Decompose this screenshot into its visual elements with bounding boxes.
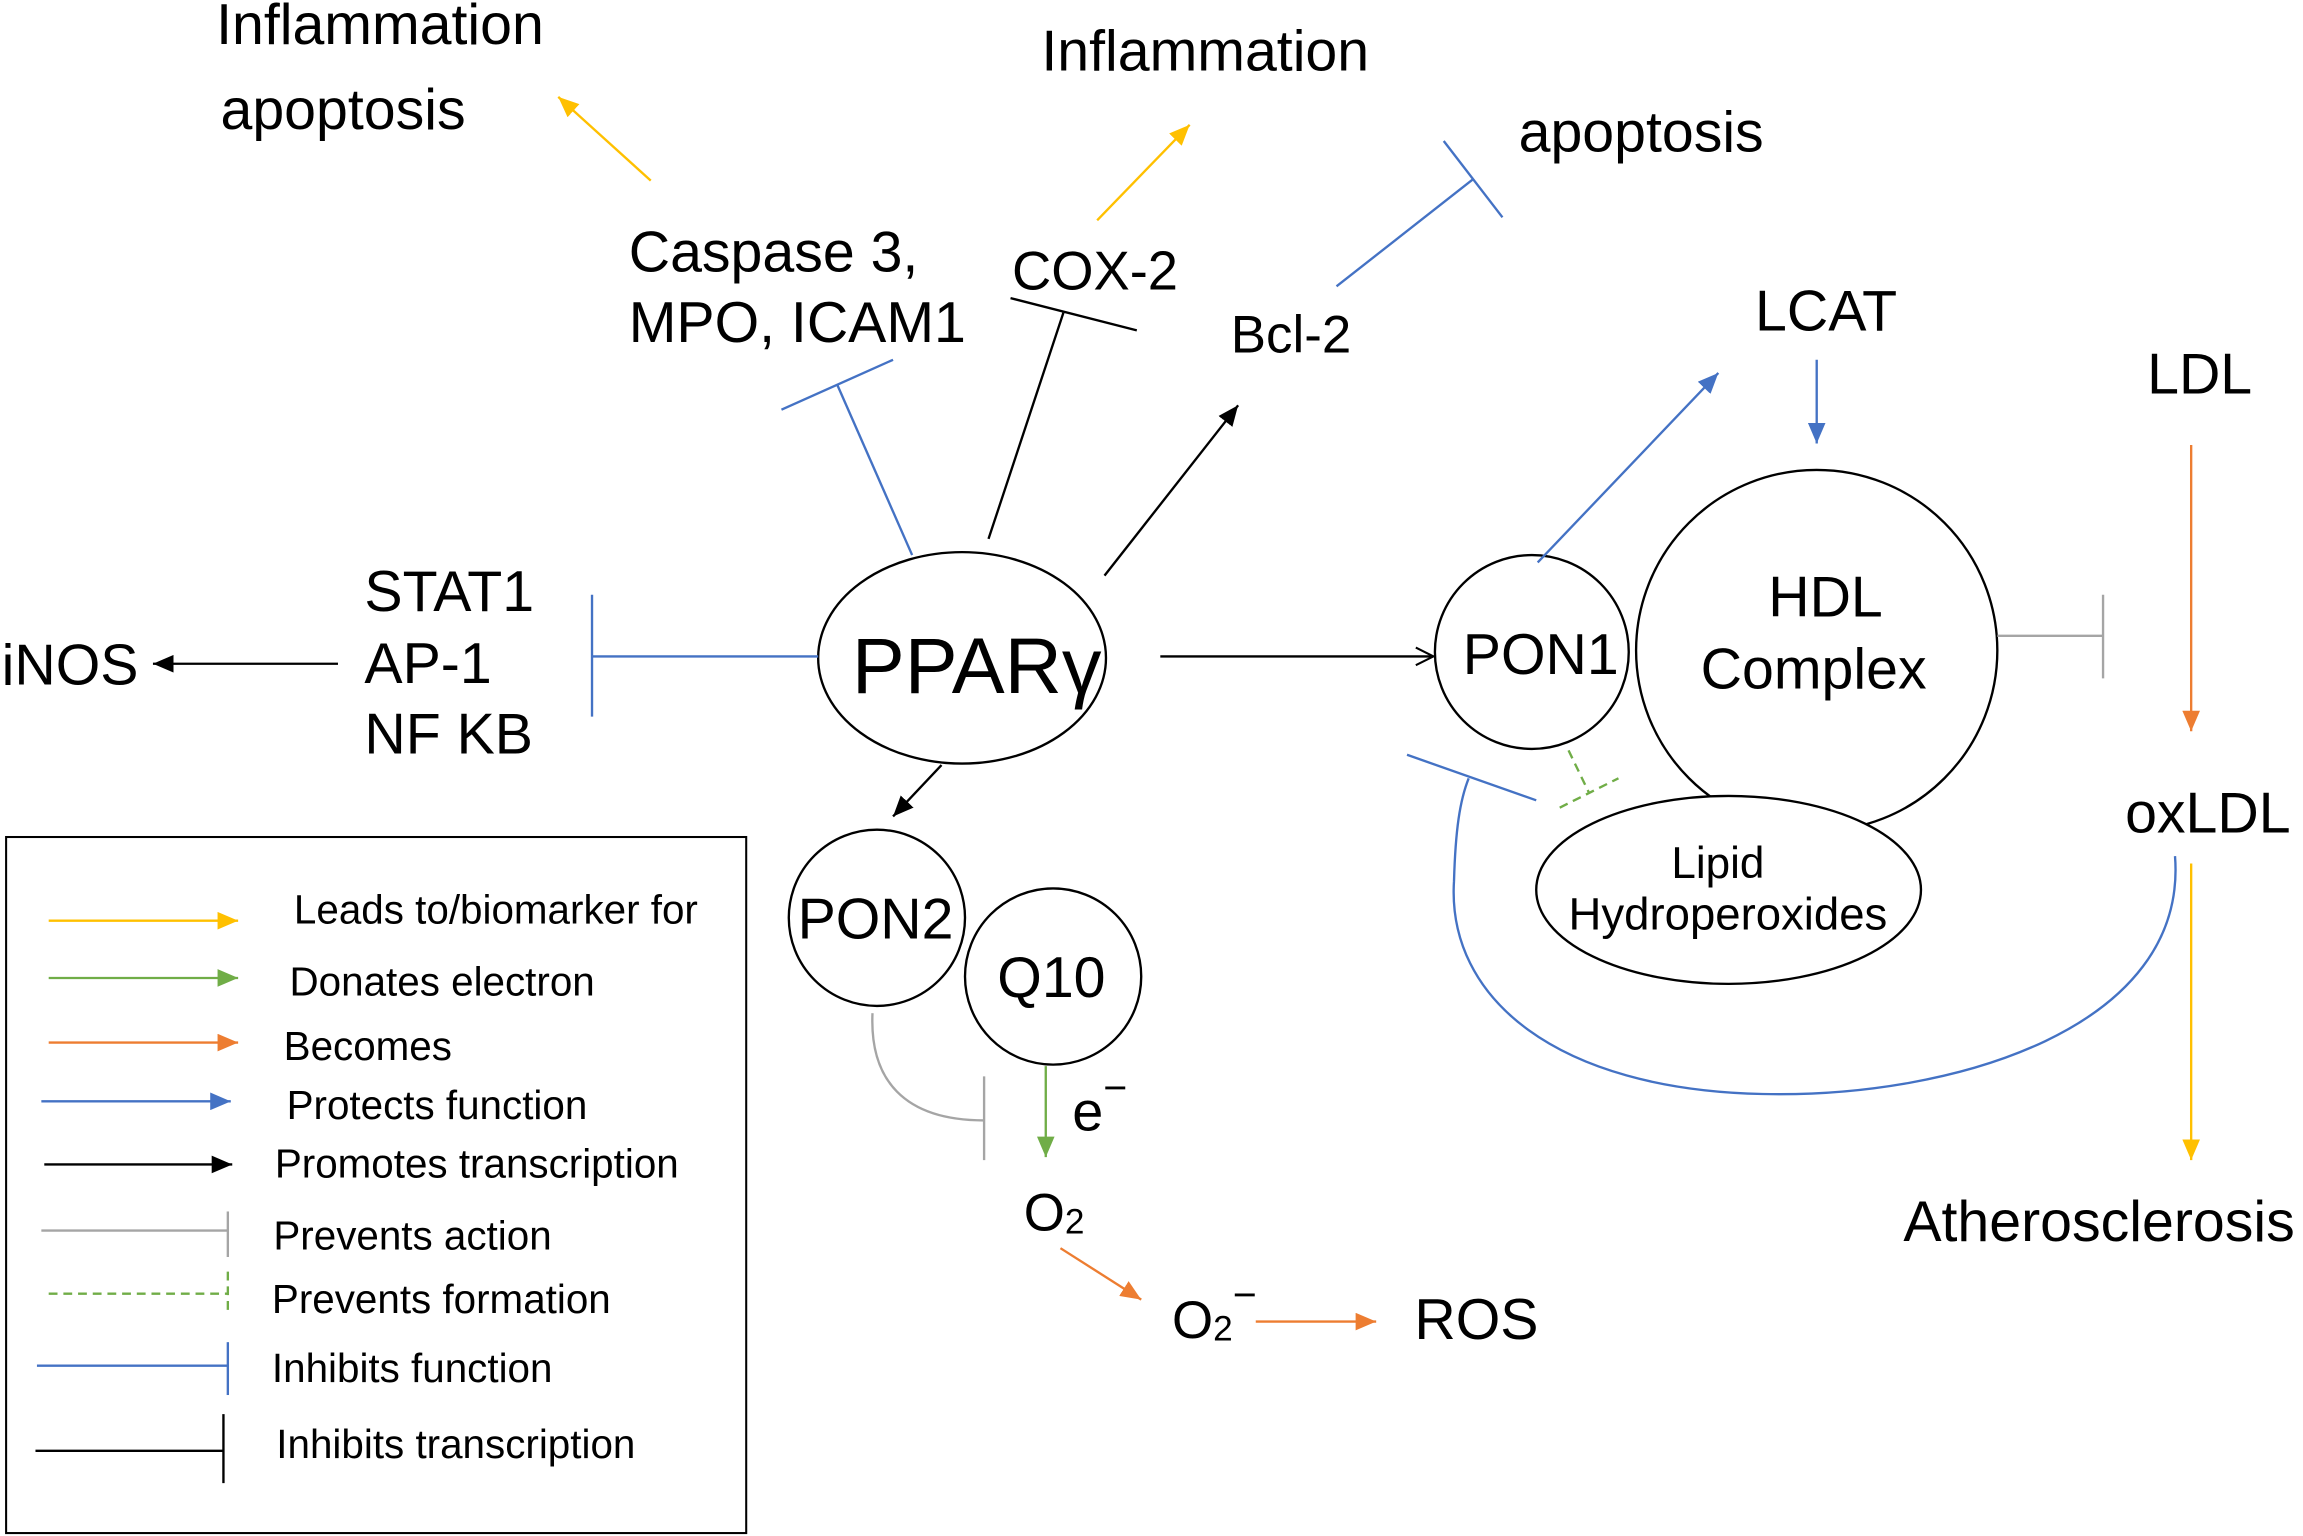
edge-pon1-protects-lcat <box>1536 372 1720 564</box>
legend-label: Promotes transcription <box>275 1141 679 1187</box>
superoxide-subscript: 2 <box>1213 1310 1233 1349</box>
electron-base: e <box>1072 1080 1103 1143</box>
legend-item-inhibits-function: Inhibits function <box>36 1342 553 1396</box>
edge-pon1-prevents-lipid-hydroperoxides <box>1559 749 1619 809</box>
legend-item-protects-function: Protects function <box>41 1082 587 1128</box>
edge-ppar-promotes-pon2 <box>892 764 943 818</box>
legend-item-prevents-action: Prevents action <box>41 1211 552 1259</box>
edge-line <box>557 96 652 182</box>
inhibit-bar <box>1559 777 1619 809</box>
legend-label: Prevents action <box>273 1213 551 1259</box>
label-pon2: PON2 <box>798 887 954 951</box>
legend-label: Inhibits function <box>272 1345 553 1391</box>
label-oxygen: O2 <box>1024 1184 1085 1243</box>
superoxide-charge: − <box>1233 1271 1257 1317</box>
legend-label: Donates electron <box>290 959 595 1005</box>
edge-ppar-inhibits-caspase <box>780 358 914 556</box>
legend-label: Prevents formation <box>272 1276 611 1322</box>
edge-line <box>1103 404 1240 577</box>
label-caspase-line2: MPO, ICAM1 <box>629 291 966 355</box>
legend-label: Leads to/biomarker for <box>294 887 698 933</box>
edge-line <box>1096 124 1191 222</box>
edge-ppar-promotes-bcl2 <box>1103 404 1240 577</box>
superoxide-base: O <box>1172 1291 1213 1350</box>
inhibit-bar <box>780 358 894 411</box>
label-lcat: LCAT <box>1755 279 1897 343</box>
legend-box <box>5 835 748 1535</box>
legend-label: Inhibits transcription <box>276 1421 635 1467</box>
label-electron: e− <box>1072 1064 1127 1142</box>
label-apoptosis-left: apoptosis <box>221 78 466 142</box>
edge-cox2-to-inflammation <box>1096 124 1191 222</box>
oxygen-subscript: 2 <box>1065 1202 1085 1241</box>
label-bcl2: Bcl-2 <box>1231 305 1351 364</box>
edge-hdl-prevents-ldl-oxidation <box>1997 594 2105 679</box>
label-q10: Q10 <box>997 946 1105 1010</box>
label-stat1: STAT1 <box>364 560 534 624</box>
edge-line <box>1335 178 1474 288</box>
label-apoptosis-right: apoptosis <box>1519 100 1764 164</box>
ppar-gamma-node <box>816 550 1108 765</box>
label-hdl: HDL <box>1768 566 1883 630</box>
label-ppar-gamma: PPARγ <box>852 621 1102 710</box>
legend-item-leads-to: Leads to/biomarker for <box>48 887 698 933</box>
edge-curve <box>1452 777 2177 1096</box>
label-inos: iNOS <box>2 633 139 697</box>
oxygen-base: O <box>1024 1184 1065 1243</box>
edge-line <box>1059 1247 1142 1301</box>
edge-caspase-to-inflammation <box>557 96 652 182</box>
label-ap1: AP-1 <box>364 632 491 696</box>
label-lipid: Lipid <box>1671 839 1764 888</box>
label-inflammation-mid: Inflammation <box>1041 19 1369 83</box>
edge-bcl2-inhibits-apoptosis <box>1335 140 1504 288</box>
edge-curve <box>871 1013 985 1122</box>
label-atherosclerosis: Atherosclerosis <box>1903 1190 2294 1254</box>
legend-item-promotes-transcription: Promotes transcription <box>44 1141 679 1187</box>
edge-line <box>987 312 1065 540</box>
legend-item-becomes: Becomes <box>48 1023 452 1069</box>
label-superoxide: O2− <box>1172 1271 1257 1349</box>
edge-line <box>836 384 914 556</box>
edge-line <box>1567 749 1591 794</box>
lipid-hydroperoxides-node <box>1535 794 1923 986</box>
label-oxldl: oxLDL <box>2125 782 2291 846</box>
edge-line <box>892 764 943 818</box>
edge-line <box>1536 372 1720 564</box>
label-complex: Complex <box>1701 638 1927 702</box>
legend-label: Becomes <box>284 1023 452 1069</box>
label-ldl: LDL <box>2147 343 2252 407</box>
inhibit-bar <box>1442 140 1504 219</box>
edge-pon2-prevents-electron-leak <box>871 1013 986 1161</box>
legend-item-inhibits-transcription: Inhibits transcription <box>35 1414 635 1484</box>
label-caspase-line1: Caspase 3, <box>629 221 919 285</box>
edge-oxldl-inhibits-pon1 <box>1406 753 2177 1096</box>
legend-item-prevents-formation: Prevents formation <box>48 1271 611 1322</box>
edge-ppar-inhibits-cox2 <box>987 296 1138 540</box>
label-inflammation-left: Inflammation <box>216 0 544 57</box>
label-cox2: COX-2 <box>1012 240 1178 301</box>
edge-o2-becomes-superoxide <box>1059 1247 1142 1301</box>
label-ros: ROS <box>1414 1288 1538 1352</box>
legend-item-donates-electron: Donates electron <box>48 959 595 1005</box>
label-nfkb: NF KB <box>364 702 533 766</box>
pon2-node <box>787 828 967 1008</box>
legend-label: Protects function <box>287 1082 588 1128</box>
inhibit-bar <box>1406 753 1537 802</box>
label-hydroperoxides: Hydroperoxides <box>1569 889 1888 940</box>
pon1-node <box>1433 553 1630 751</box>
label-pon1: PON1 <box>1463 623 1619 687</box>
inhibit-bar <box>1010 296 1138 332</box>
legend: Leads to/biomarker for Donates electron … <box>5 835 748 1535</box>
edge-ppar-inhibits-stat1 <box>590 594 819 717</box>
q10-node <box>963 887 1143 1066</box>
electron-charge: − <box>1103 1064 1127 1110</box>
